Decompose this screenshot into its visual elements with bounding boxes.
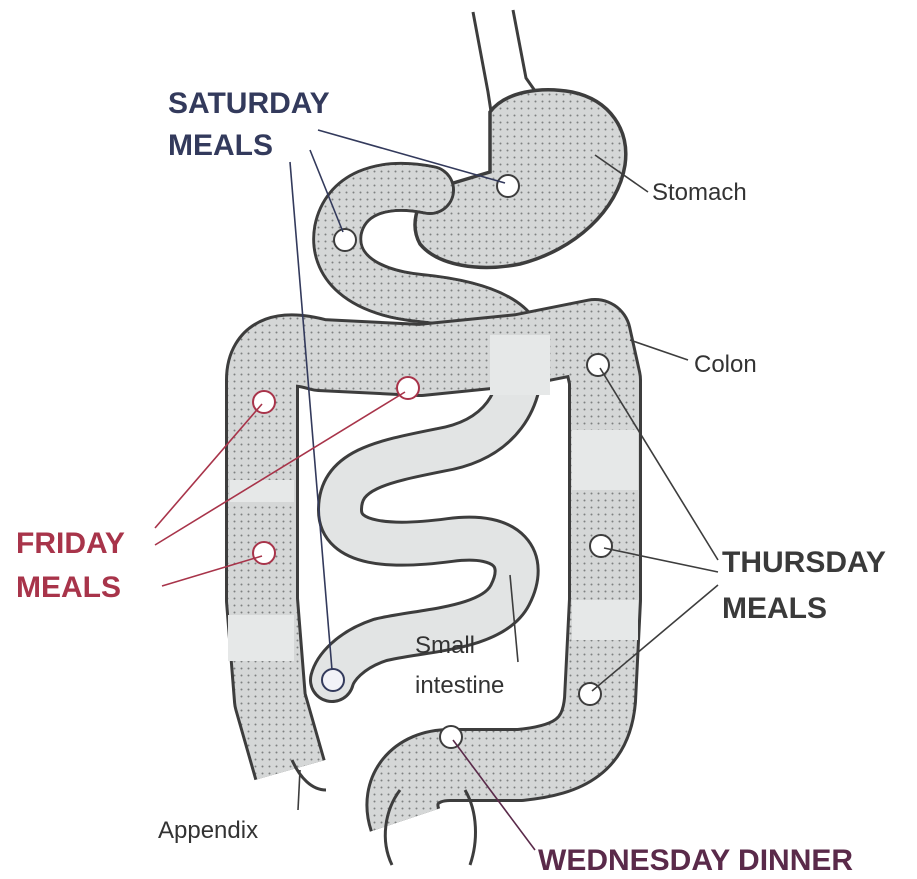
thursday-label: THURSDAY MEALS (722, 546, 894, 625)
thursday-marker (587, 354, 609, 376)
thursday-marker (590, 535, 612, 557)
wednesday-label: WEDNESDAY DINNER (538, 844, 853, 877)
saturday-label: SATURDAY MEALS (168, 87, 338, 162)
friday-label: FRIDAY MEALS (16, 527, 133, 604)
saturday-marker (334, 229, 356, 251)
wednesday-marker (440, 726, 462, 748)
colon-organ (228, 335, 638, 865)
saturday-marker (497, 175, 519, 197)
colon-label: Colon (694, 351, 757, 378)
friday-marker (253, 542, 275, 564)
saturday-marker (322, 669, 344, 691)
stomach-label: Stomach (652, 179, 747, 206)
small-intestine-label: Small intestine (415, 632, 504, 699)
appendix-label: Appendix (158, 817, 258, 844)
